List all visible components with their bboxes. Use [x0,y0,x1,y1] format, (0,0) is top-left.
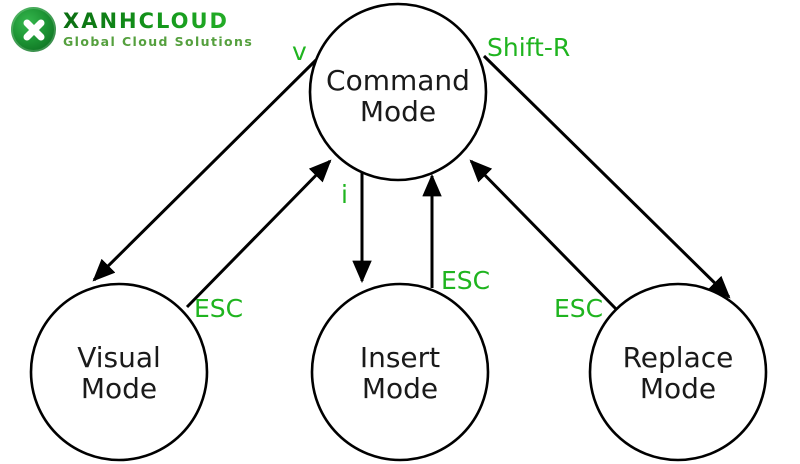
logo-text-block: XANHCLOUD Global Cloud Solutions [63,10,253,48]
insert-mode-label-line1: Insert [360,341,440,374]
edge-label-esc-visual: ESC [194,294,243,323]
logo-brand-text: XANHCLOUD [63,10,253,32]
edge-label-i: i [341,180,348,209]
edge-label-esc-replace: ESC [554,294,603,323]
diagram-nodes: Command Mode Visual Mode Insert Mode Rep… [29,2,768,462]
replace-mode-node [588,282,768,462]
edge-command-to-visual [92,58,318,282]
edge-command-to-replace [482,54,731,299]
diagram-edges [92,54,731,312]
command-mode-node [308,2,488,182]
insert-mode-label-line2: Mode [362,372,438,405]
edge-visual-to-command [185,159,332,309]
xanhcloud-logo: XANHCLOUD Global Cloud Solutions [11,7,253,52]
command-mode-label-line1: Command [326,64,470,97]
edge-replace-to-command [469,159,619,312]
edge-label-esc-insert: ESC [441,266,490,295]
visual-mode-label-line1: Visual [77,341,161,374]
x-badge-icon [11,7,56,52]
insert-mode-node [310,282,490,462]
logo-tagline-text: Global Cloud Solutions [63,34,254,50]
replace-mode-label-line1: Replace [623,341,734,374]
visual-mode-node [29,282,209,462]
command-mode-label-line2: Mode [360,95,436,128]
edge-label-v: v [292,37,307,66]
visual-mode-label-line2: Mode [81,372,157,405]
diagram-edge-labels: v ESC i ESC Shift-R ESC [194,33,603,323]
replace-mode-label-line2: Mode [640,372,716,405]
edge-label-shift-r: Shift-R [487,33,570,62]
